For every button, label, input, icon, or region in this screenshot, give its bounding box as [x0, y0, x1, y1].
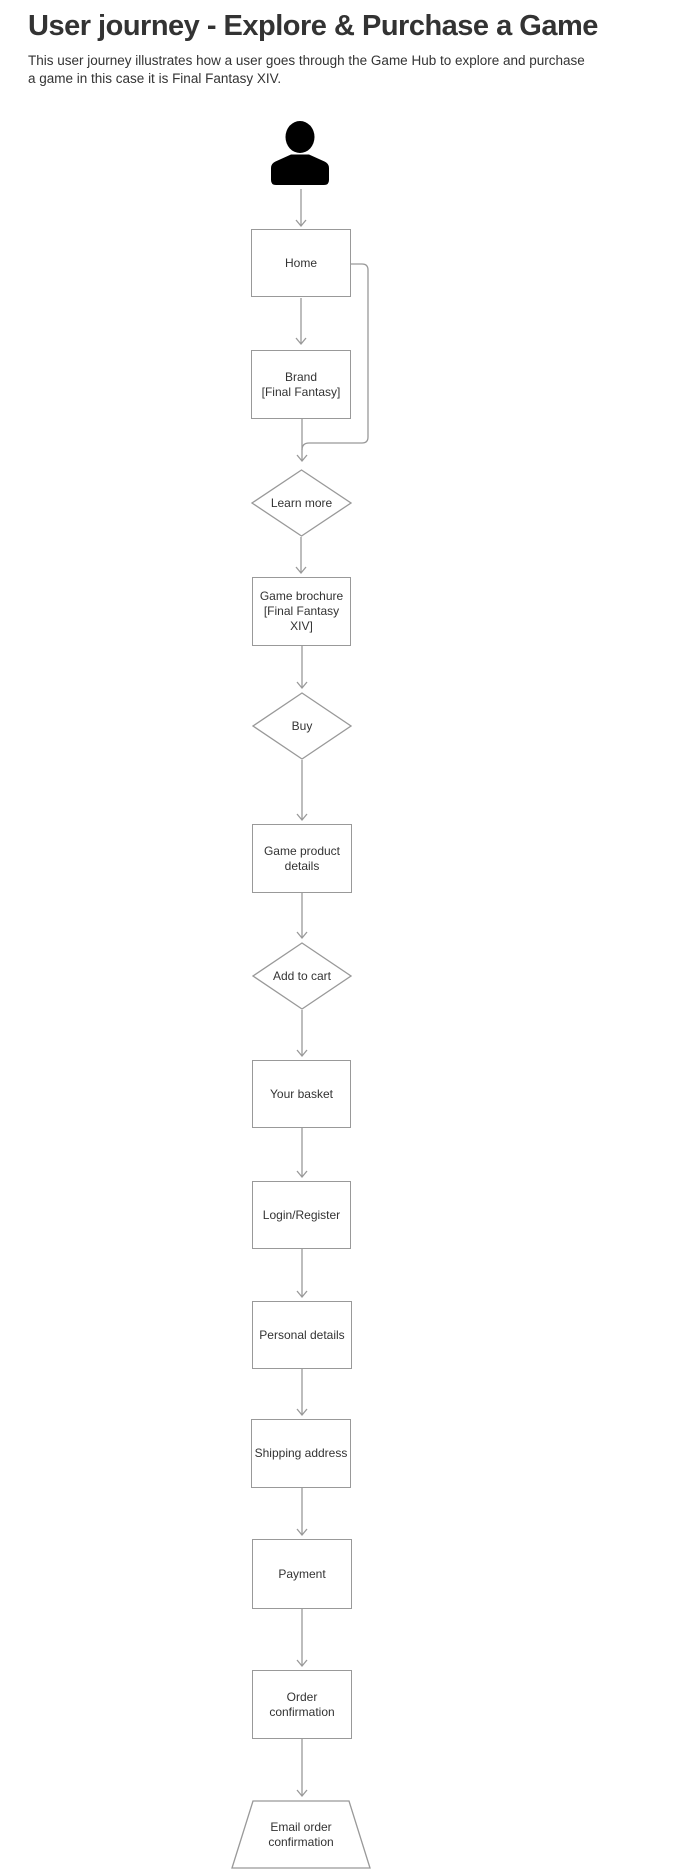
- node-home-label: Home: [284, 255, 317, 270]
- diamond-shape: [252, 692, 352, 760]
- node-buy-label: Buy: [291, 718, 313, 733]
- node-payment-label: Payment: [278, 1566, 326, 1581]
- node-your-basket-label: Your basket: [270, 1086, 333, 1101]
- node-learn-more-label: Learn more: [270, 495, 333, 510]
- page-header: User journey - Explore & Purchase a Game…: [28, 10, 668, 88]
- node-home: Home: [251, 229, 351, 297]
- node-learn-more-decision: Learn more: [251, 469, 352, 537]
- node-brand: Brand [Final Fantasy]: [251, 350, 351, 419]
- node-personal-details-label: Personal details: [259, 1327, 345, 1342]
- diamond-shape: [252, 942, 352, 1010]
- page-title: User journey - Explore & Purchase a Game: [28, 10, 598, 42]
- node-game-product-details: Game product details: [252, 824, 352, 893]
- user-person-icon: [271, 121, 329, 185]
- node-login-register: Login/Register: [252, 1181, 351, 1249]
- node-add-to-cart-label: Add to cart: [272, 968, 332, 983]
- node-brand-label: Brand [Final Fantasy]: [261, 369, 341, 399]
- node-shipping-address-label: Shipping address: [254, 1446, 348, 1460]
- node-buy-decision: Buy: [252, 692, 352, 760]
- node-email-order-confirmation: Email order confirmation: [231, 1800, 371, 1869]
- node-login-register-label: Login/Register: [262, 1207, 341, 1222]
- node-add-to-cart-decision: Add to cart: [252, 942, 352, 1010]
- diamond-shape: [251, 469, 352, 537]
- node-shipping-address: Shipping address: [251, 1419, 351, 1488]
- node-game-brochure: Game brochure [Final Fantasy XIV]: [252, 577, 351, 646]
- node-personal-details: Personal details: [252, 1301, 352, 1369]
- trapezoid-shape: [231, 1800, 371, 1869]
- node-email-order-confirmation-label: Email order confirmation: [268, 1819, 334, 1849]
- node-game-brochure-label: Game brochure [Final Fantasy XIV]: [259, 589, 344, 633]
- page-subtitle: This user journey illustrates how a user…: [28, 53, 585, 86]
- node-order-confirmation-label: Order confirmation: [269, 1689, 335, 1719]
- node-your-basket: Your basket: [252, 1060, 351, 1128]
- node-order-confirmation: Order confirmation: [252, 1670, 352, 1739]
- node-payment: Payment: [252, 1539, 352, 1609]
- node-game-product-details-label: Game product details: [263, 843, 341, 873]
